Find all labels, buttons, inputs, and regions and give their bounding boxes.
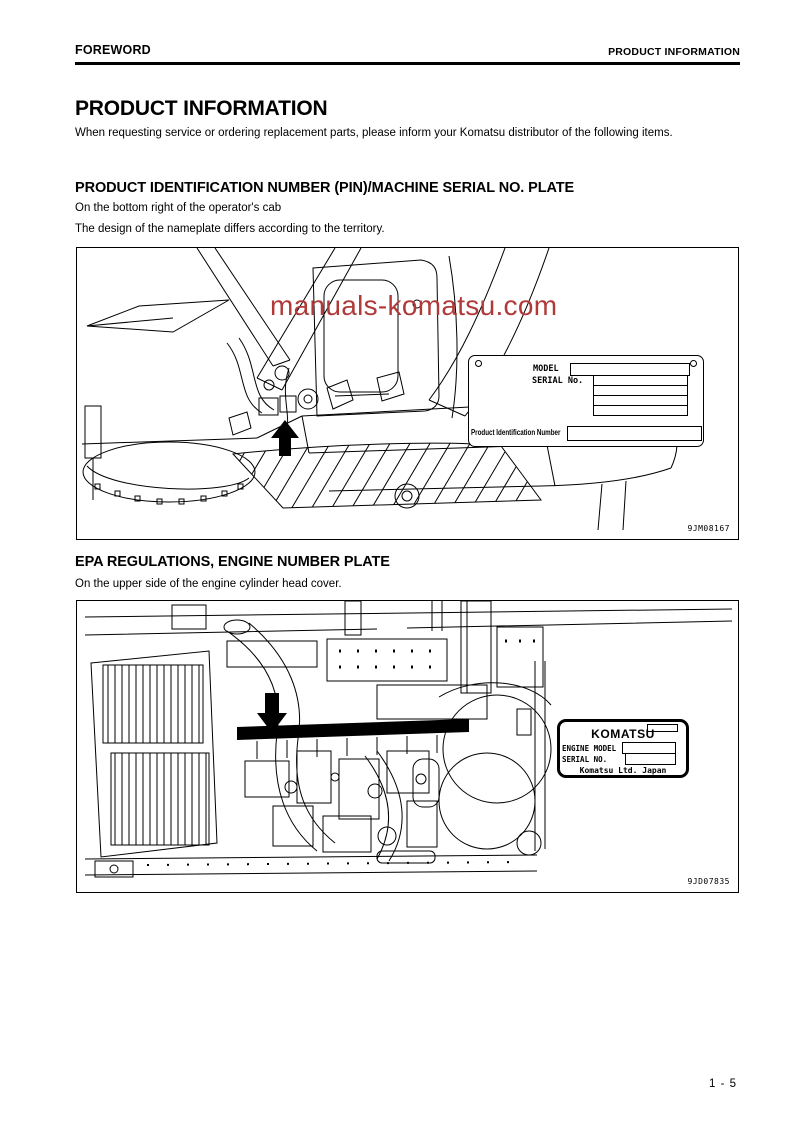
engine-serial-label: SERIAL NO.: [562, 755, 608, 764]
plate-top-box: [647, 724, 678, 732]
header-rule: [75, 62, 740, 65]
location-arrow-icon: [271, 420, 299, 456]
section-1-line-2: The design of the nameplate differs acco…: [75, 223, 385, 235]
screw-hole-icon: [475, 360, 482, 367]
pin-serial-plate: MODEL SERIAL No. Product Identification …: [468, 355, 704, 447]
page-title: PRODUCT INFORMATION: [75, 97, 328, 120]
figure-engine-plate: KOMATSU ENGINE MODEL SERIAL NO. Komatsu …: [76, 600, 739, 893]
serial-value-stack: [593, 375, 688, 416]
header-section-label: FOREWORD: [75, 43, 151, 57]
komatsu-logo: KOMATSU: [591, 729, 655, 741]
engine-line-art: [84, 601, 733, 878]
section-2-line-1: On the upper side of the engine cylinder…: [75, 578, 342, 590]
page-number: 1 - 5: [708, 1078, 737, 1090]
figure-code: 9JM08167: [687, 524, 730, 533]
section-1-heading: PRODUCT IDENTIFICATION NUMBER (PIN)/MACH…: [75, 180, 575, 196]
section-2-heading: EPA REGULATIONS, ENGINE NUMBER PLATE: [75, 554, 390, 570]
engine-serial-value-box: [625, 753, 676, 765]
engine-number-plate: KOMATSU ENGINE MODEL SERIAL NO. Komatsu …: [557, 719, 689, 778]
screw-hole-icon: [690, 360, 697, 367]
pin-label: Product Identification Number: [471, 428, 561, 437]
header-chapter-label: PRODUCT INFORMATION: [608, 46, 740, 58]
location-arrow-icon: [257, 693, 287, 733]
figure-pin-plate: manuals-komatsu.com MODEL SERIAL No. Pro…: [76, 247, 739, 540]
section-1-line-1: On the bottom right of the operator's ca…: [75, 202, 282, 214]
figure-code: 9JD07835: [687, 877, 730, 886]
serial-label: SERIAL No.: [532, 376, 584, 386]
serial-row-box: [593, 405, 688, 416]
engine-model-label: ENGINE MODEL: [562, 744, 617, 753]
intro-paragraph: When requesting service or ordering repl…: [75, 127, 673, 139]
maker-text: Komatsu Ltd. Japan: [579, 766, 667, 775]
pin-value-box: [567, 426, 702, 441]
watermark-text: manuals-komatsu.com: [270, 290, 558, 321]
model-label: MODEL: [533, 364, 559, 374]
